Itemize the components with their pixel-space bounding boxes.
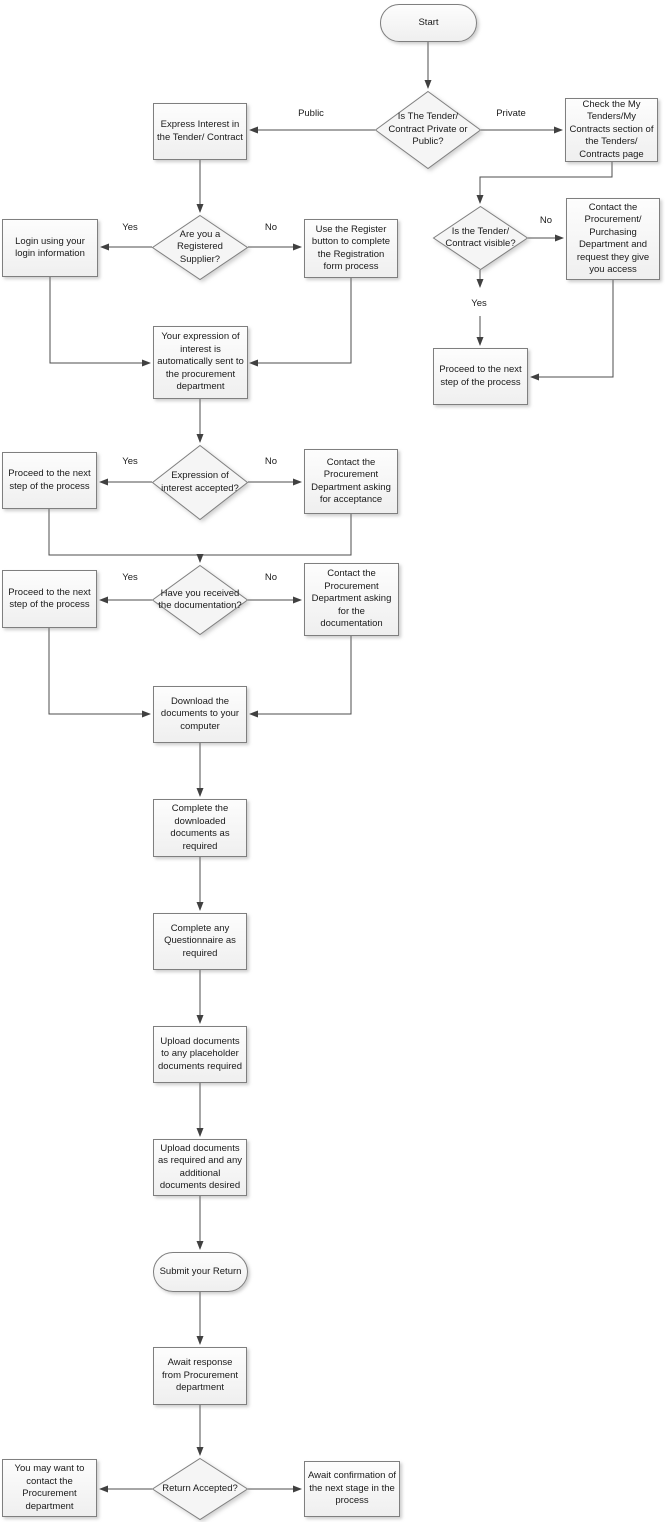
diamond-shape (374, 90, 482, 170)
process-use-register-button-label: Use the Register button to complete the … (311, 223, 391, 273)
decision-tender-visible-label: Is the Tender/ Contract visible? (445, 225, 516, 250)
edge-label-no-accepted: No (262, 455, 280, 468)
edge-label-yes-visible: Yes (469, 297, 489, 310)
process-expression-sent: Your expression of interest is automatic… (153, 326, 248, 399)
decision-received-documentation-label: Have you received the documentation? (158, 587, 242, 612)
diamond-shape (432, 205, 529, 271)
edge-label-no-documentation: No (262, 571, 280, 584)
process-use-register-button: Use the Register button to complete the … (304, 219, 398, 278)
connector-proceed-to-download (48, 628, 151, 718)
process-download-documents: Download the documents to your computer (153, 686, 247, 743)
process-contact-request-access-label: Contact the Procurement/ Purchasing Depa… (576, 201, 650, 276)
edge-label-yes-accepted: Yes (120, 455, 140, 468)
decision-expression-accepted-label: Expression of interest accepted? (161, 470, 239, 494)
process-expression-sent-label: Your expression of interest is automatic… (157, 331, 244, 393)
process-complete-downloaded: Complete the downloaded documents as req… (153, 799, 247, 857)
edge-label-public: Public (296, 107, 326, 120)
process-contact-for-acceptance: Contact the Procurement Department askin… (304, 449, 398, 514)
process-upload-placeholder: Upload documents to any placeholder docu… (153, 1026, 247, 1083)
process-complete-downloaded-label: Complete the downloaded documents as req… (170, 803, 230, 852)
decision-tender-visible: Is the Tender/ Contract visible? (432, 205, 529, 271)
process-contact-for-documentation-label: Contact the Procurement Department askin… (311, 568, 392, 630)
process-express-interest-label: Express Interest in the Tender/ Contract (157, 119, 243, 143)
process-proceed-next-step-visible-label: Proceed to the next step of the process (439, 364, 522, 388)
edge-label-private: Private (494, 107, 528, 120)
process-check-my-tenders: Check the My Tenders/My Contracts sectio… (565, 98, 658, 162)
process-proceed-next-step-accepted-label: Proceed to the next step of the process (8, 468, 91, 492)
terminator-start-label: Start (418, 16, 439, 28)
process-express-interest: Express Interest in the Tender/ Contract (153, 103, 247, 160)
process-complete-questionnaire: Complete any Questionnaire as required (153, 913, 247, 970)
decision-return-accepted: Return Accepted? (151, 1457, 249, 1521)
process-upload-additional: Upload documents as required and any add… (153, 1139, 247, 1196)
edge-label-no-registered: No (262, 221, 280, 234)
decision-registered-supplier-label: Are you a Registered Supplier? (177, 228, 223, 265)
connector-login-to-expression-sent (49, 277, 151, 367)
edge-label-yes-documentation: Yes (120, 571, 140, 584)
terminator-start: Start (380, 4, 477, 42)
process-proceed-next-step-accepted: Proceed to the next step of the process (2, 452, 97, 509)
process-contact-for-acceptance-label: Contact the Procurement Department askin… (311, 456, 391, 506)
terminator-submit-return-label: Submit your Return (159, 1265, 242, 1277)
process-login-label: Login using your login information (15, 235, 85, 260)
connector-contact-acceptance-merge (200, 514, 352, 556)
process-complete-questionnaire-label: Complete any Questionnaire as required (164, 922, 236, 959)
process-await-confirmation-label: Await confirmation of the next stage in … (308, 1470, 397, 1507)
connector-check-to-visible (476, 162, 613, 204)
edge-label-no-visible: No (537, 214, 555, 227)
process-await-response-label: Await response from Procurement departme… (161, 1357, 239, 1394)
process-proceed-next-step-visible: Proceed to the next step of the process (433, 348, 528, 405)
terminator-submit-return: Submit your Return (153, 1252, 248, 1292)
diamond-shape (151, 444, 249, 521)
process-contact-for-documentation: Contact the Procurement Department askin… (304, 563, 399, 636)
process-check-my-tenders-label: Check the My Tenders/My Contracts sectio… (569, 98, 654, 160)
process-await-response: Await response from Procurement departme… (153, 1347, 247, 1405)
decision-tender-private-or-public-label: Is The Tender/ Contract Private or Publi… (388, 111, 468, 148)
connector-contact-docs-to-download (249, 636, 352, 718)
process-download-documents-label: Download the documents to your computer (160, 695, 240, 732)
process-proceed-next-step-documentation-label: Proceed to the next step of the process (8, 586, 91, 611)
connector-proceed-merge-to-received (48, 509, 204, 563)
connector-register-to-expression-sent (249, 278, 352, 367)
process-await-confirmation: Await confirmation of the next stage in … (304, 1461, 400, 1517)
diamond-shape (151, 564, 249, 636)
decision-registered-supplier: Are you a Registered Supplier? (151, 214, 249, 281)
decision-tender-private-or-public: Is The Tender/ Contract Private or Publi… (374, 90, 482, 170)
process-contact-procurement-label: You may want to contact the Procurement … (14, 1463, 85, 1512)
diamond-shape (151, 214, 249, 281)
process-upload-additional-label: Upload documents as required and any add… (158, 1142, 242, 1192)
edge-label-yes-registered: Yes (120, 221, 140, 234)
process-upload-placeholder-label: Upload documents to any placeholder docu… (158, 1035, 242, 1072)
process-proceed-next-step-documentation: Proceed to the next step of the process (2, 570, 97, 628)
process-contact-procurement: You may want to contact the Procurement … (2, 1459, 97, 1517)
connector-contact-access-to-proceed (530, 280, 614, 381)
process-login: Login using your login information (2, 219, 98, 277)
decision-received-documentation: Have you received the documentation? (151, 564, 249, 636)
process-contact-request-access: Contact the Procurement/ Purchasing Depa… (566, 198, 660, 280)
decision-return-accepted-label: Return Accepted? (162, 1482, 238, 1494)
decision-expression-accepted: Expression of interest accepted? (151, 444, 249, 521)
diamond-shape (151, 1457, 249, 1521)
